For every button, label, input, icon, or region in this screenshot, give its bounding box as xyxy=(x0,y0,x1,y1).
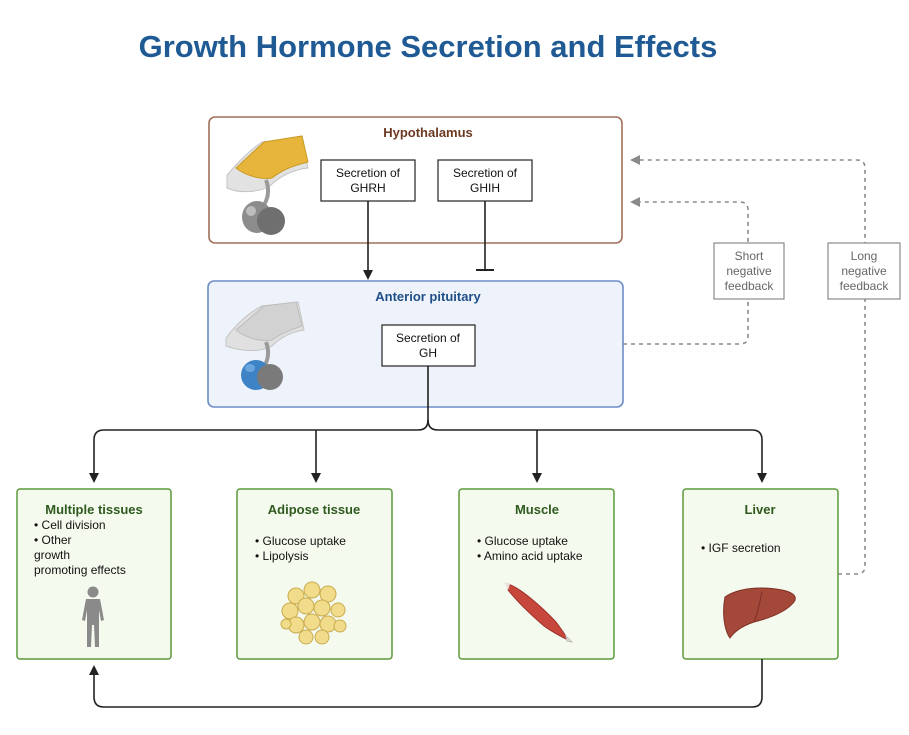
muscle-line: • Glucose uptake xyxy=(477,534,568,548)
multiple-tissues-line: • Other xyxy=(34,533,72,547)
short-feedback-line: Short xyxy=(735,249,764,263)
long-feedback-line: feedback xyxy=(840,279,890,293)
multiple-tissues-line: growth xyxy=(34,548,70,562)
ghih-line-2: GHIH xyxy=(470,181,500,195)
short-feedback-label-box: Short negative feedback xyxy=(713,242,785,300)
target-liver: Liver • IGF secretion xyxy=(682,488,839,660)
muscle-icon xyxy=(504,582,574,643)
gh-distribution-arrows xyxy=(89,366,767,483)
target-multiple-tissues: Multiple tissues • Cell division • Other… xyxy=(16,488,172,660)
ghih-inhibition-line xyxy=(476,201,494,271)
liver-to-tissues-arrow xyxy=(89,659,763,708)
target-muscle: Muscle • Glucose uptake • Amino acid upt… xyxy=(458,488,615,660)
adipose-label: Adipose tissue xyxy=(268,502,360,517)
multiple-tissues-line: • Cell division xyxy=(34,518,106,532)
ghrh-secretion-box: Secretion of GHRH xyxy=(320,159,416,202)
adipose-line: • Lipolysis xyxy=(255,549,309,563)
short-feedback-line: feedback xyxy=(725,279,775,293)
liver-label: Liver xyxy=(744,502,775,517)
ghrh-line-1: Secretion of xyxy=(336,166,401,180)
hypothalamus-label: Hypothalamus xyxy=(383,125,473,140)
gh-line-2: GH xyxy=(419,346,437,360)
liver-line: • IGF secretion xyxy=(701,541,781,555)
human-body-icon xyxy=(82,586,104,647)
muscle-line: • Amino acid uptake xyxy=(477,549,583,563)
pituitary-illustration xyxy=(225,301,305,390)
ghih-secretion-box: Secretion of GHIH xyxy=(437,159,533,202)
fat-cells-icon xyxy=(280,581,347,645)
target-adipose-tissue: Adipose tissue • Glucose uptake • Lipoly… xyxy=(236,488,393,660)
multiple-tissues-line: promoting effects xyxy=(34,563,126,577)
long-feedback-line: negative xyxy=(841,264,887,278)
multiple-tissues-label: Multiple tissues xyxy=(45,502,143,517)
liver-icon xyxy=(723,587,796,639)
page-title: Growth Hormone Secretion and Effects xyxy=(139,29,718,64)
ghrh-line-2: GHRH xyxy=(350,181,385,195)
pituitary-label: Anterior pituitary xyxy=(375,289,481,304)
gh-line-1: Secretion of xyxy=(396,331,461,345)
gh-secretion-box: Secretion of GH xyxy=(381,324,476,367)
ghih-line-1: Secretion of xyxy=(453,166,518,180)
long-feedback-line: Long xyxy=(851,249,878,263)
muscle-label: Muscle xyxy=(515,502,559,517)
short-feedback-line: negative xyxy=(726,264,772,278)
long-feedback-label-box: Long negative feedback xyxy=(827,242,901,300)
hypothalamus-illustration xyxy=(226,135,309,235)
adipose-line: • Glucose uptake xyxy=(255,534,346,548)
